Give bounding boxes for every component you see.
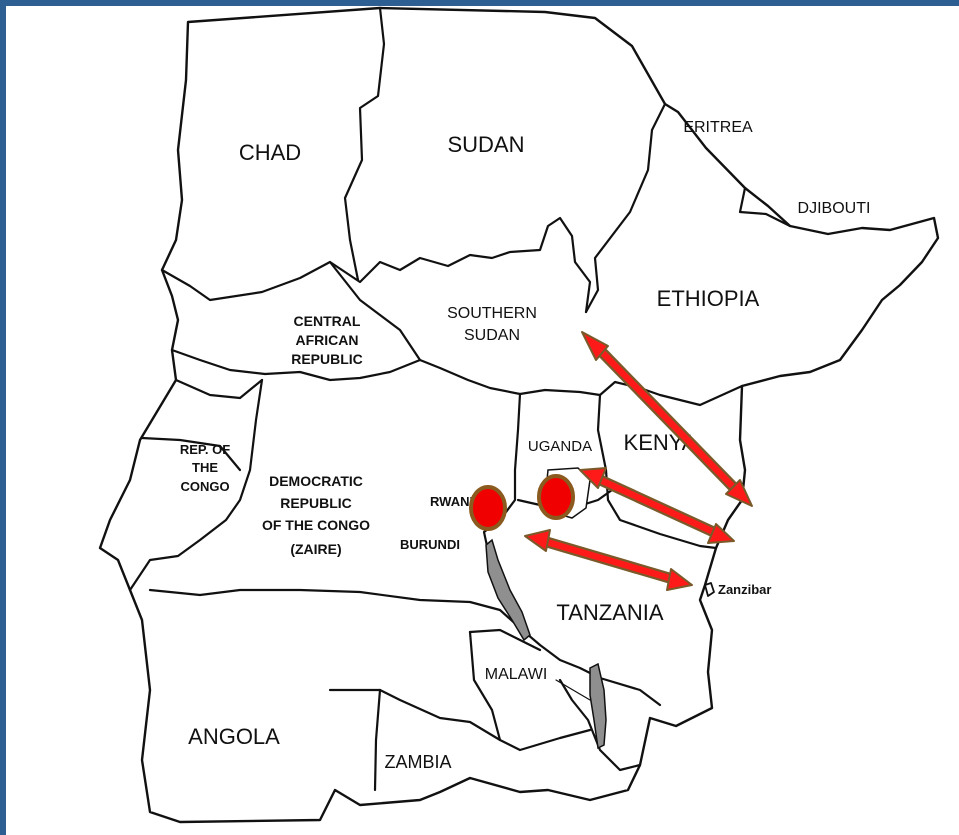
label-rep-congo-line-2: THE [192,460,218,475]
label-southern-sudan-line-2: SUDAN [464,327,520,344]
label-chad: CHAD [239,140,301,165]
lake-tanganyika [485,538,531,642]
label-southern-sudan-line-1: SOUTHERN [447,305,537,322]
label-zanzibar: Zanzibar [718,582,771,597]
label-car-line-1: CENTRAL [294,313,361,329]
lake-malawi [589,662,607,750]
label-sudan: SUDAN [447,132,524,157]
label-ethiopia: ETHIOPIA [657,286,760,311]
label-angola: ANGOLA [188,724,280,749]
label-eritrea: ERITREA [683,119,753,136]
label-malawi: MALAWI [485,666,548,683]
label-central-african-republic: CENTRAL AFRICAN REPUBLIC [291,313,363,367]
label-djibouti: DJIBOUTI [798,200,871,217]
label-zambia: ZAMBIA [384,752,451,772]
marker-uganda [537,474,575,520]
country-borders [128,6,792,792]
label-car-line-3: REPUBLIC [291,351,363,367]
migration-arrows [524,331,753,591]
marker-rwanda [469,485,507,531]
label-drc-line-2: REPUBLIC [280,495,352,511]
label-rep-congo: REP. OF THE CONGO [180,442,230,494]
label-burundi: BURUNDI [400,537,460,552]
arrow-southern-sudan-kenya [581,331,753,507]
label-southern-sudan: SOUTHERN SUDAN [447,305,537,344]
label-rep-congo-line-3: CONGO [180,479,229,494]
label-drc-line-4: (ZAIRE) [290,541,341,557]
malawi-leader-line [555,679,591,701]
arrow-tanzania-zanzibar [524,529,693,591]
label-tanzania: TANZANIA [556,600,663,625]
label-drc-line-1: DEMOCRATIC [269,473,363,489]
label-uganda: UGANDA [528,438,592,455]
zanzibar-island [704,582,715,597]
label-car-line-2: AFRICAN [296,332,359,348]
label-drc: DEMOCRATIC REPUBLIC OF THE CONGO (ZAIRE) [262,473,370,557]
location-markers [469,474,575,531]
arrow-uganda-kenya [579,467,735,544]
country-labels: CHAD SUDAN ERITREA DJIBOUTI ETHIOPIA SOU… [180,119,871,772]
label-drc-line-3: OF THE CONGO [262,517,370,533]
label-rep-congo-line-1: REP. OF [180,442,230,457]
